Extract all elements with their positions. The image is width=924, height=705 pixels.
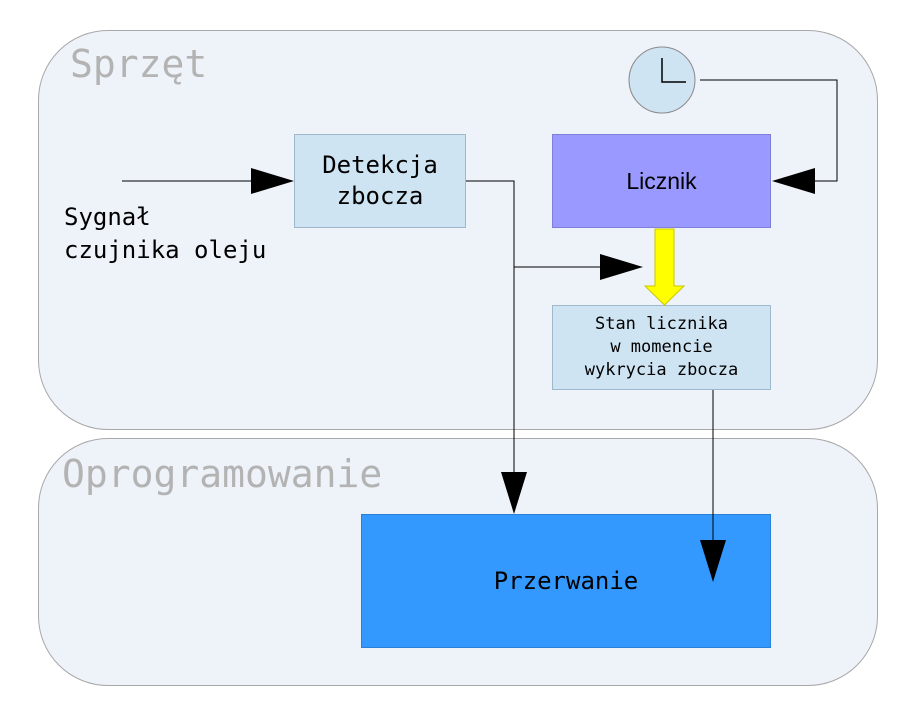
software-region-title: Oprogramowanie xyxy=(62,452,383,496)
signal-label-line-1: Sygnał xyxy=(64,203,151,231)
oil-sensor-signal-label: Sygnał czujnika oleju xyxy=(64,201,266,267)
counter-box: Licznik xyxy=(552,134,771,228)
interrupt-box: Przerwanie xyxy=(361,514,771,648)
signal-input-arrowhead xyxy=(251,168,294,194)
counter-state-label-line-3: wykrycia zbocza xyxy=(584,360,739,380)
interrupt-label: Przerwanie xyxy=(493,567,639,595)
counter-state-label-line-2: w momencie xyxy=(610,337,713,357)
counter-state-label-line-1: Stan licznika xyxy=(594,314,729,334)
counter-state-arrowhead xyxy=(700,540,726,582)
counter-label: Licznik xyxy=(626,167,697,194)
clock-arrowhead xyxy=(772,168,815,194)
counter-state-box: Stan licznika w momencie wykrycia zbocza xyxy=(552,305,771,390)
edge-detection-label-line-2: zbocza xyxy=(336,182,424,210)
edge-detection-label-line-1: Detekcja xyxy=(322,151,438,179)
clock-icon xyxy=(628,46,696,114)
counter-transfer-arrow xyxy=(643,228,686,306)
clock-line xyxy=(700,79,838,182)
signal-label-line-2: czujnika oleju xyxy=(64,236,267,264)
edge-detection-box: Detekcja zbocza xyxy=(294,134,466,228)
latch-trigger-arrowhead xyxy=(600,254,643,280)
edge-output-line xyxy=(466,180,515,478)
interrupt-input-arrowhead xyxy=(501,472,527,514)
hardware-region-title: Sprzęt xyxy=(70,42,208,86)
